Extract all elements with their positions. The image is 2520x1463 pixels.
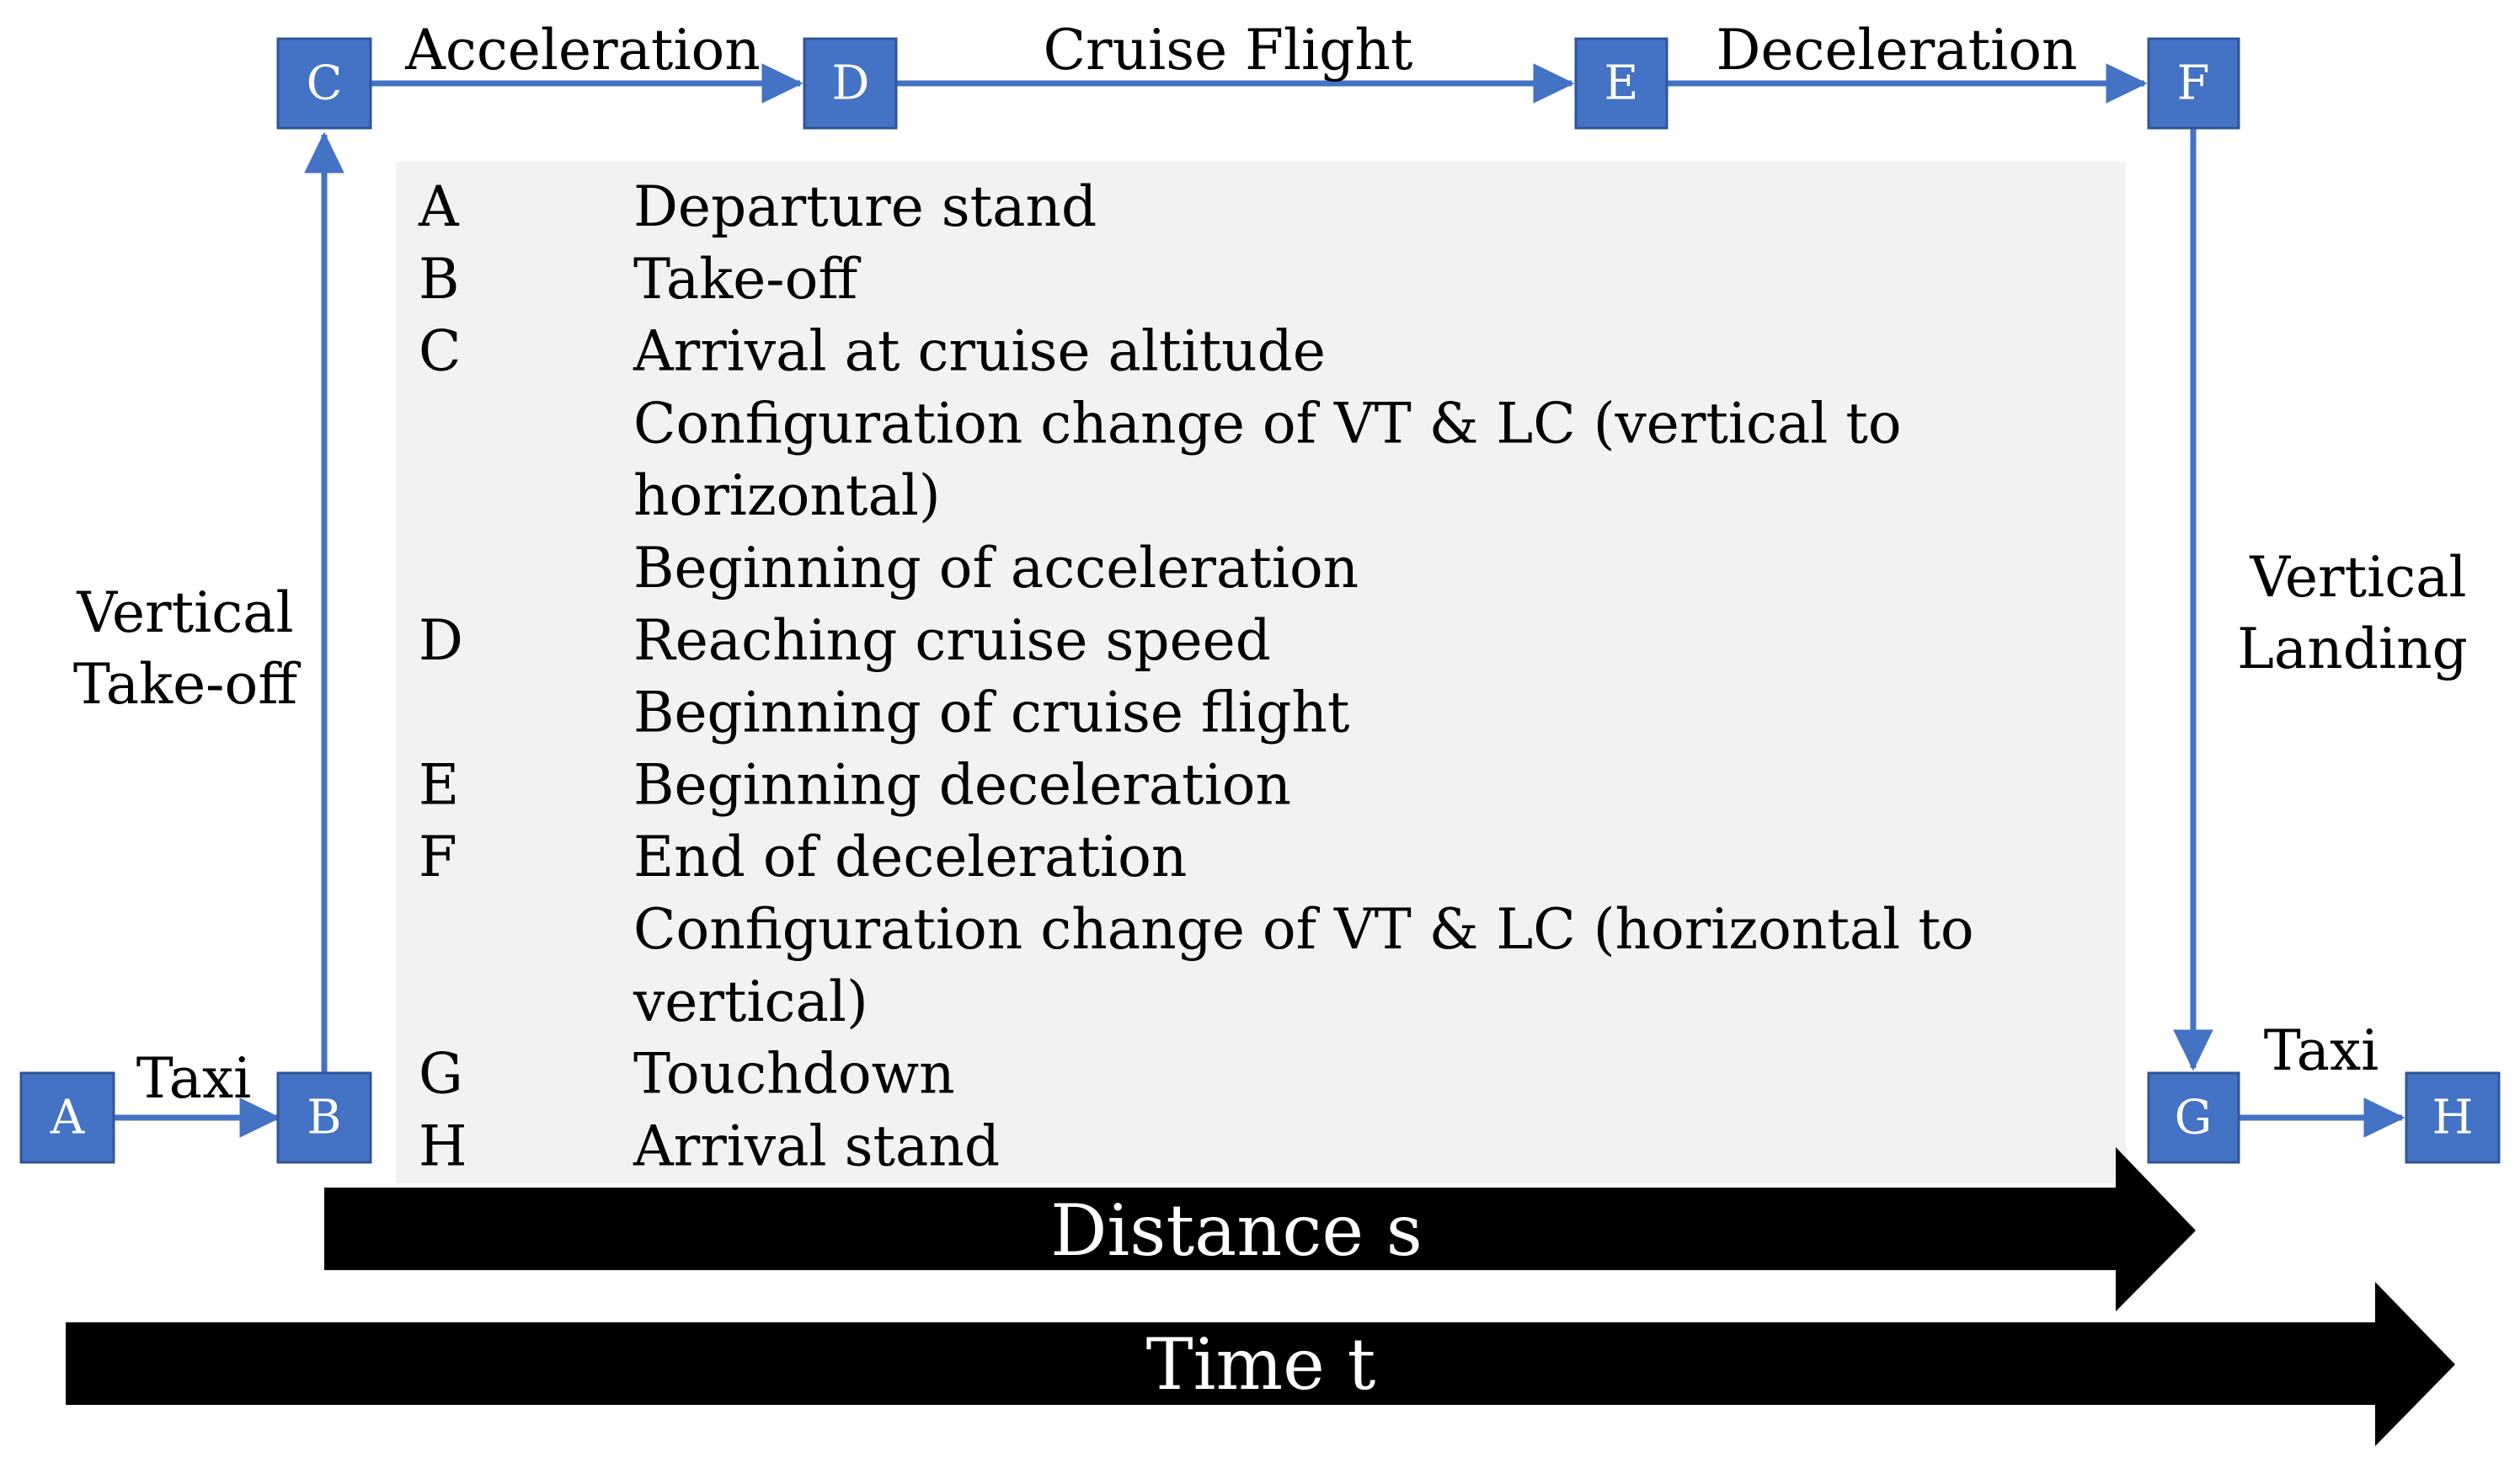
node-f-box: [2147, 37, 2240, 130]
edge-label-taxi-left: Taxi: [136, 1046, 252, 1111]
node-d-box: [803, 37, 898, 130]
edge-label-vertical-takeoff-line1: Vertical: [76, 580, 293, 645]
edge-label-cruise-flight: Cruise Flight: [1044, 18, 1413, 83]
node-b-label: B: [307, 1091, 341, 1145]
legend-description: Arrival stand: [633, 1113, 1000, 1178]
node-c-label: C: [307, 56, 343, 111]
node-c-box: [276, 37, 372, 130]
node-b-box: [276, 1071, 372, 1164]
legend-description: End of deceleration: [633, 825, 1187, 889]
legend-description: Beginning deceleration: [633, 752, 1291, 817]
legend-description: vertical): [633, 969, 868, 1034]
legend-description: Take-off: [633, 247, 861, 312]
edge-label-deceleration: Deceleration: [1716, 18, 2078, 83]
legend-key-f: F: [419, 825, 457, 889]
node-a-box: [19, 1071, 115, 1164]
legend-key-g: G: [419, 1042, 463, 1107]
legend-description: Configuration change of VT & LC (vertica…: [633, 391, 1902, 456]
node-g-label: G: [2175, 1091, 2213, 1145]
node-h-box: [2405, 1071, 2501, 1164]
legend-description: horizontal): [633, 463, 941, 528]
legend-description: Touchdown: [633, 1042, 955, 1107]
legend-description: Arrival at cruise altitude: [633, 319, 1326, 384]
time-arrow: [66, 1282, 2455, 1446]
legend-key-e: E: [419, 752, 459, 817]
edge-label-taxi-right: Taxi: [2264, 1018, 2379, 1083]
time-label: Time t: [1146, 1323, 1376, 1406]
legend-box: [396, 162, 2126, 1183]
node-h-label: H: [2432, 1091, 2474, 1145]
node-e-box: [1574, 37, 1668, 130]
node-a-label: A: [50, 1091, 85, 1145]
edge-label-vertical-takeoff-line2: Take-off: [73, 652, 301, 717]
legend-key-a: A: [418, 174, 460, 239]
edge-label-acceleration: Acceleration: [404, 18, 761, 83]
legend-key-h: H: [419, 1113, 467, 1178]
legend-description: Beginning of acceleration: [633, 536, 1359, 601]
legend-description: Beginning of cruise flight: [633, 681, 1349, 745]
legend-key-c: C: [419, 319, 462, 384]
node-e-label: E: [1604, 56, 1639, 111]
node-g-box: [2147, 1071, 2240, 1164]
node-d-label: D: [832, 56, 870, 111]
distance-arrow: [324, 1147, 2196, 1311]
edge-label-vertical-landing-line2: Landing: [2237, 617, 2468, 681]
edge-label-vertical-landing-line1: Vertical: [2249, 545, 2466, 610]
node-f-label: F: [2177, 56, 2210, 111]
legend-description: Departure stand: [633, 174, 1097, 239]
legend-key-b: B: [419, 247, 460, 312]
legend-key-d: D: [419, 608, 463, 673]
node-layer: A B C D E F G H: [19, 37, 2501, 1164]
legend-description: Reaching cruise speed: [633, 608, 1271, 673]
edge-layer: [115, 63, 2405, 1138]
edge-labels: Taxi Vertical Take-off Acceleration Crui…: [73, 18, 2468, 1111]
distance-label: Distance s: [1050, 1189, 1423, 1272]
legend-description: Configuration change of VT & LC (horizon…: [633, 897, 1974, 962]
